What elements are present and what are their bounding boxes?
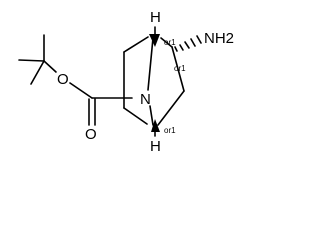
- tert-butyl-methyl-bond-left: [18, 59, 45, 62]
- amine-hashed-bond-1: [174, 46, 178, 52]
- top-bridgehead-wedge: [149, 34, 160, 47]
- amine-hashed-bond-3: [184, 41, 190, 49]
- chemical-structure: O O N H H NH2 or1 or1 or1: [18, 9, 234, 155]
- ring-bond-top-right: [160, 37, 173, 48]
- amine-hashed-bond-4: [190, 38, 196, 47]
- amine-hashed-bond-2: [179, 44, 184, 51]
- amine-label: NH2: [204, 30, 234, 47]
- ring-bond-bottom-right: [157, 90, 185, 126]
- oxygen-carbonyl-carbon-bond: [69, 82, 93, 99]
- tert-butyl-methyl-bond-bottom: [30, 60, 45, 85]
- top-hydrogen-label: H: [150, 9, 161, 26]
- ring-bond-right-side: [171, 46, 185, 92]
- ester-oxygen-label: O: [57, 71, 69, 88]
- carbonyl-oxygen-label: O: [85, 126, 97, 143]
- bottom-bridgehead-wedge: [151, 119, 160, 132]
- bottom-hydrogen-label: H: [150, 138, 161, 155]
- ring-bond-bottom-left: [123, 107, 148, 125]
- bridge-nitrogen-label: N: [140, 91, 151, 108]
- ring-bond-top-left: [123, 36, 149, 53]
- bridge-bond-bottom: [149, 105, 154, 126]
- bottom-bridgehead-stereo-label: or1: [164, 126, 176, 135]
- amine-hashed-bond-5: [196, 35, 202, 44]
- bridge-bond-top: [147, 37, 154, 91]
- amine-carbon-stereo-label: or1: [174, 64, 186, 73]
- tert-butyl-oxygen-bond: [43, 60, 57, 73]
- top-bridgehead-stereo-label: or1: [164, 38, 176, 47]
